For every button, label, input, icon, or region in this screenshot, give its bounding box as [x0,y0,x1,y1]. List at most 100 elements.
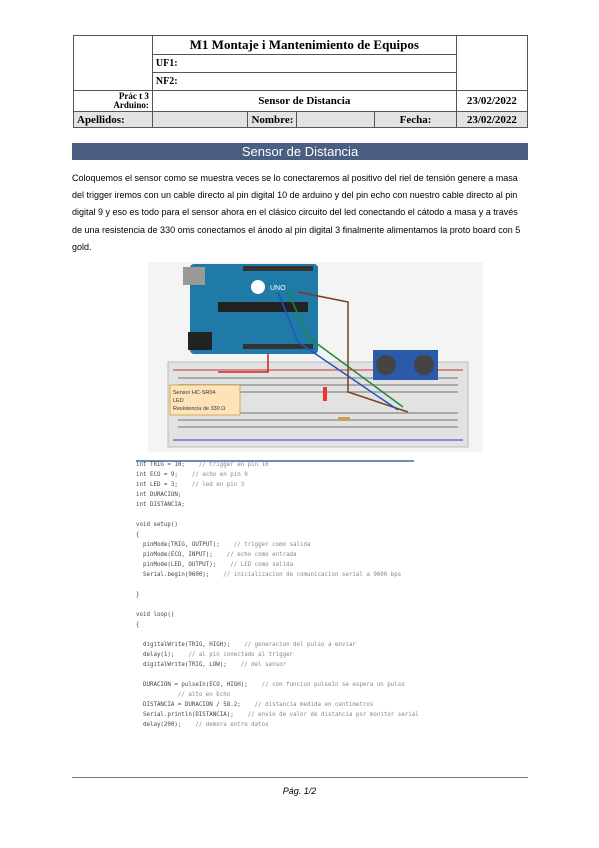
code-comment: // echo como entrada [212,552,297,558]
code-text: { [136,622,140,628]
code-text: DURACION = pulseIn(ECO, HIGH); [136,682,248,688]
code-comment [136,632,178,638]
code-text: int TRIG = 10; [136,462,185,468]
surname-value [151,111,249,128]
code-line: Serial.begin(9600); // inicializacion de… [136,572,401,578]
code-comment: // al pin conectado al trigger [174,652,294,658]
code-text: digitalWrite(TRIG, HIGH); [136,642,231,648]
power-jack [188,332,212,350]
code-text: pinMode(TRIG, OUTPUT); [136,542,220,548]
header-pins-top [243,266,313,271]
code-text: Serial.println(DISTANCIA); [136,712,234,718]
code-comment: // envio de valor de distancia por monit… [233,712,419,718]
code-comment [185,502,199,508]
logo-cell [73,35,153,91]
surname-label: Apellidos: [73,111,153,128]
code-line: { [136,532,153,538]
code-text: int LED = 3; [136,482,178,488]
code-text: { [136,532,140,538]
code-comment [140,592,154,598]
code-text: digitalWrite(TRIG, LOW); [136,662,227,668]
code-top-bar [136,460,414,462]
code-text: void setup() [136,522,178,528]
code-comment: // trigger en pin 10 [184,462,269,468]
code-comment [178,522,192,528]
code-comment [181,492,195,498]
code-text: int ECO = 9; [136,472,178,478]
code-line: int TRIG = 10; // trigger en pin 10 [136,462,269,468]
code-line: Serial.println(DISTANCIA); // envio de v… [136,712,419,718]
code-line: delay(1); // al pin conectado al trigger [136,652,293,658]
code-line: // alto en Echo [136,692,230,698]
code-comment: // trigger como salida [219,542,311,548]
code-line: pinMode(LED, OUTPUT); // LED como salida [136,562,293,568]
code-comment [140,622,154,628]
resistor [338,417,350,421]
date-value: 23/02/2022 [455,111,529,128]
code-listing: int TRIG = 10; // trigger en pin 10 int E… [136,462,456,737]
code-comment [136,512,178,518]
code-comment: // demora entre datos [181,722,269,728]
code-comment: // inicializacion de comunicacion serial… [209,572,402,578]
code-comment: // con funcion pulseIn se espera un puls… [247,682,405,688]
note-line-1: Sensor HC-SR04 [173,390,216,396]
note-line-3: Resistencia de 330 Ω [173,406,225,412]
code-line [136,602,178,608]
section-title: Sensor de Distancia [72,143,528,160]
code-line: { [136,622,153,628]
code-line [136,512,178,518]
header-pins-bottom [243,344,313,349]
practice-label: Prác t 3 Arduino: [73,90,153,112]
practice-label-line1: Prác t 3 [118,91,149,101]
code-line: pinMode(ECO, INPUT); // echo como entrad… [136,552,297,558]
code-line: int DISTANCIA; [136,502,199,508]
code-text: delay(200); [136,722,182,728]
name-label: Nombre: [247,111,298,128]
code-comment: // led en pin 3 [177,482,245,488]
code-text: } [136,592,140,598]
code-line: digitalWrite(TRIG, HIGH); // generacion … [136,642,356,648]
code-line: int LED = 3; // led en pin 3 [136,482,244,488]
code-line: void setup() [136,522,192,528]
code-comment: // generacion del pulso a enviar [230,642,356,648]
code-text: Serial.begin(9600); [136,572,210,578]
logo-cell-right [455,35,529,91]
code-text: pinMode(LED, OUTPUT); [136,562,217,568]
code-text: DISTANCIA = DURACION / 58.2; [136,702,241,708]
uf-label: UF1: [151,54,457,73]
board-label: UNO [270,285,286,292]
code-text: int DURACION; [136,492,182,498]
name-value [296,111,376,128]
note-line-2: LED [173,398,184,404]
code-line: pinMode(TRIG, OUTPUT); // trigger como s… [136,542,311,548]
practice-subject: Sensor de Distancia [151,90,457,112]
footer-rule [72,777,528,778]
code-comment: // LED como salida [216,562,294,568]
code-comment: // distancia medida en centimetros [240,702,374,708]
usb-port [183,267,205,285]
nf-label: NF2: [151,72,457,91]
code-comment [136,582,178,588]
led [323,387,327,401]
header-table: M1 Montaje i Mantenimiento de Equipos UF… [73,35,529,128]
chip [218,302,308,312]
code-comment: // del sensor [226,662,287,668]
code-line [136,672,178,678]
code-comment [136,602,178,608]
code-line: DURACION = pulseIn(ECO, HIGH); // con fu… [136,682,405,688]
code-comment: // alto en Echo [136,692,231,698]
practice-date: 23/02/2022 [455,90,529,112]
practice-label-line2: Arduino: [113,100,149,110]
code-line [136,632,178,638]
code-text: pinMode(ECO, INPUT); [136,552,213,558]
code-line: digitalWrite(TRIG, LOW); // del sensor [136,662,286,668]
code-line: delay(200); // demora entre datos [136,722,269,728]
code-line [136,582,178,588]
arduino-logo-icon [251,280,265,294]
page-number: Pág. 1/2 [282,786,317,796]
code-line: } [136,592,153,598]
date-label: Fecha: [374,111,457,128]
code-comment [140,532,154,538]
note-box [169,384,241,416]
description-paragraph: Coloquemos el sensor como se muestra vec… [72,173,521,252]
